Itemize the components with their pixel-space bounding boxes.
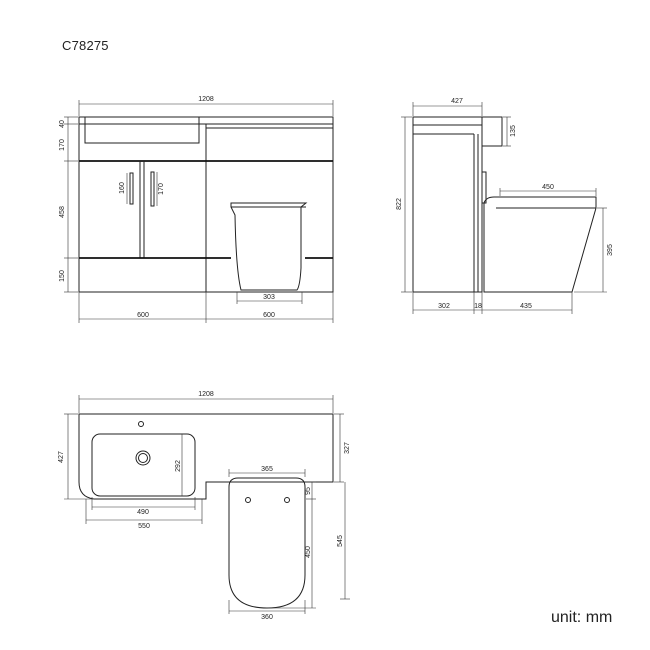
dim-overall-width: 1208 (198, 96, 214, 103)
dim-gap: 18 (474, 303, 482, 310)
dim-cistern-cap: 135 (510, 125, 517, 137)
dim-pan-length: 450 (305, 546, 312, 558)
dim-plinth-height: 150 (59, 270, 66, 282)
basin-front (84, 117, 200, 144)
plan-view: 1208 427 327 292 490 550 365 95 (58, 391, 351, 621)
dim-door-height: 458 (59, 206, 66, 218)
waste-inner (138, 453, 148, 463)
plan-basin (91, 433, 196, 497)
dim-basin-inner: 490 (137, 509, 149, 516)
cistern-cap (481, 116, 503, 147)
unit-label: unit: mm (551, 609, 613, 626)
dim-pan-bottom: 360 (261, 614, 273, 621)
dim-pan-offset: 95 (305, 487, 312, 495)
waste-outer (135, 450, 151, 466)
dim-plan-depth: 427 (58, 451, 65, 463)
side-view: 427 135 822 450 395 302 18 435 (396, 98, 614, 314)
front-view: 1208 40 170 458 150 160 170 303 600 600 (59, 96, 334, 323)
dim-handle-left: 160 (119, 182, 126, 194)
dim-handle-right: 170 (158, 183, 165, 195)
dim-pan-height: 395 (607, 244, 614, 256)
dim-worktop-height: 170 (59, 139, 66, 151)
dim-basin-outer: 550 (138, 523, 150, 530)
dim-basin-section: 600 (137, 312, 149, 319)
pan-front (230, 202, 308, 291)
plan-worktop (78, 413, 334, 500)
door-handle-left (129, 172, 134, 205)
dim-seat-length: 450 (542, 184, 554, 191)
plan-pan (228, 477, 306, 609)
dim-side-depth: 427 (451, 98, 463, 105)
dim-top-height: 40 (59, 120, 66, 128)
fixing-left (245, 497, 251, 503)
product-code: C78275 (62, 38, 109, 53)
fixing-right (284, 497, 290, 503)
door-handle-right (150, 171, 155, 207)
dim-pan-projection: 435 (520, 303, 532, 310)
side-pan (483, 196, 597, 293)
dim-overall-height: 822 (396, 198, 403, 210)
dim-toilet-section: 600 (263, 312, 275, 319)
dim-pan-base: 303 (263, 294, 275, 301)
side-cabinet (412, 116, 483, 293)
dim-cabinet-depth: 302 (438, 303, 450, 310)
dim-pan-top: 365 (261, 466, 273, 473)
tap-hole (138, 421, 144, 427)
dim-total-projection: 545 (337, 535, 344, 547)
side-handle (481, 171, 487, 204)
dim-basin-depth: 292 (175, 460, 182, 472)
dim-worktop-depth: 327 (344, 442, 351, 454)
dim-plan-width: 1208 (198, 391, 214, 398)
